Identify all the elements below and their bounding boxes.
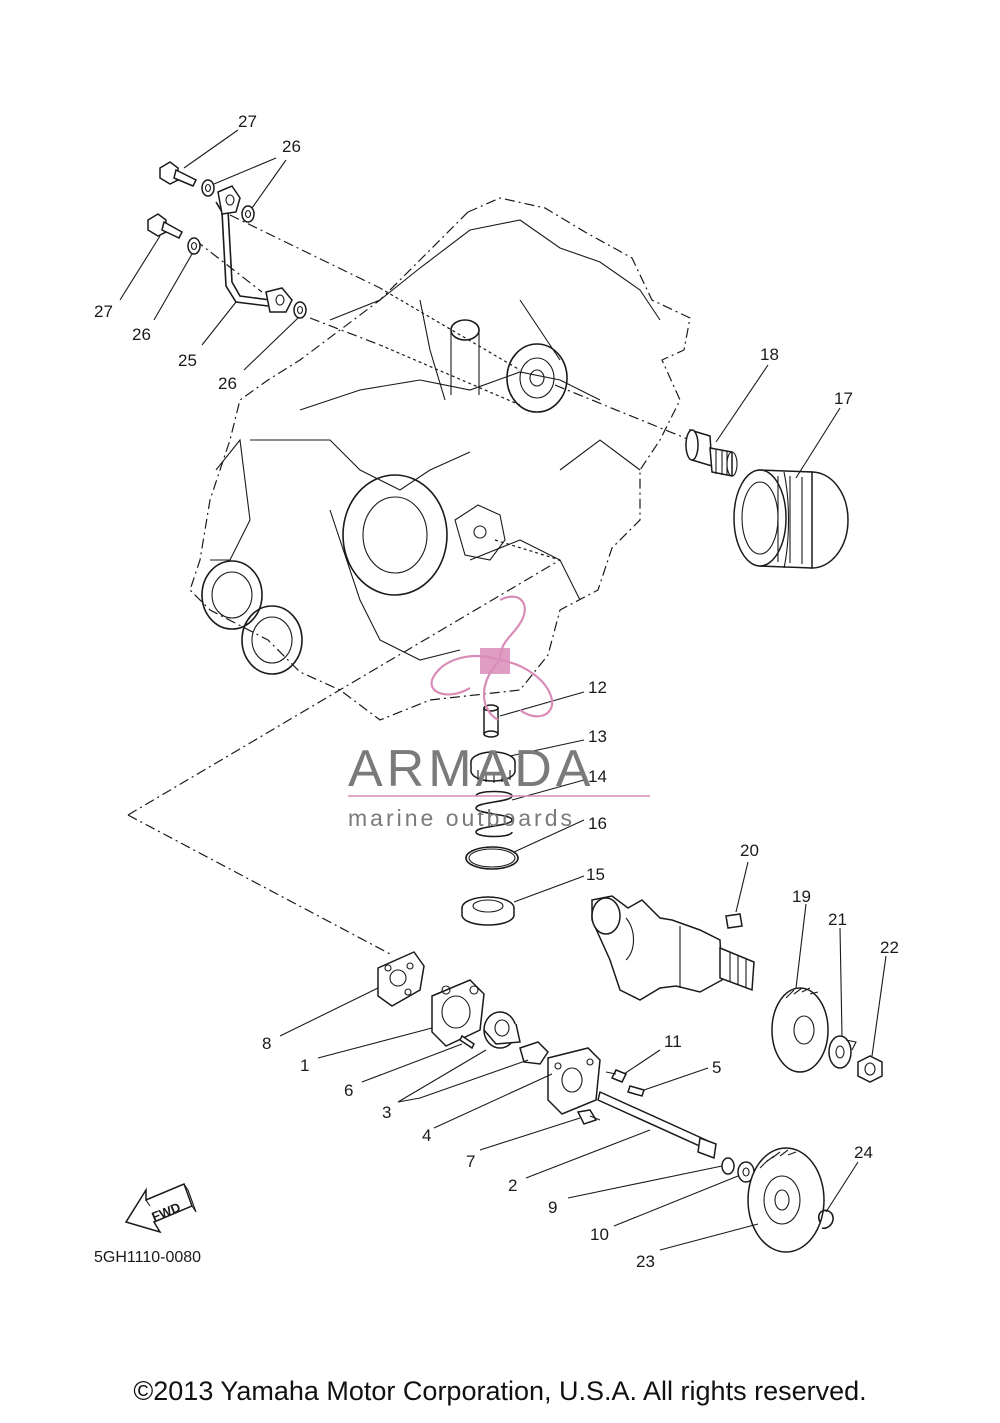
label-21: 21 xyxy=(828,910,847,929)
label-9: 9 xyxy=(548,1198,557,1217)
label-23: 23 xyxy=(636,1252,655,1271)
part-labels: 27 26 27 26 25 26 18 17 12 13 14 16 15 2… xyxy=(94,112,899,1271)
oil-delivery-pipe-assembly xyxy=(147,161,307,319)
label-22: 22 xyxy=(880,938,899,957)
oil-strainer xyxy=(470,751,516,783)
label-20: 20 xyxy=(740,841,759,860)
label-18: 18 xyxy=(760,345,779,364)
dowel-pin xyxy=(459,1034,475,1050)
nut xyxy=(857,1055,883,1083)
copper-washer-4 xyxy=(293,301,307,319)
label-3: 3 xyxy=(382,1103,391,1122)
oil-filter-union-bolt xyxy=(685,428,738,477)
label-5: 5 xyxy=(712,1058,721,1077)
pump-drive-gear xyxy=(747,1147,825,1253)
pin-5 xyxy=(627,1085,645,1097)
copper-washer-2 xyxy=(241,205,255,223)
pump-cover xyxy=(547,1047,601,1115)
label-2: 2 xyxy=(508,1176,517,1195)
rotor-set xyxy=(483,1011,549,1065)
label-6: 6 xyxy=(344,1081,353,1100)
label-7: 7 xyxy=(466,1152,475,1171)
label-17: 17 xyxy=(834,389,853,408)
water-pump-gear xyxy=(771,987,829,1073)
label-10: 10 xyxy=(590,1225,609,1244)
relief-valve-plug xyxy=(483,704,499,738)
lock-washer xyxy=(828,1035,857,1069)
label-26: 26 xyxy=(218,374,237,393)
relief-valve-spring xyxy=(475,790,513,838)
oil-delivery-pipe xyxy=(215,185,293,313)
woodruff-key xyxy=(725,913,743,929)
circlip-24 xyxy=(818,1209,834,1230)
pump-gasket xyxy=(377,951,425,1007)
label-27: 27 xyxy=(238,112,257,131)
label-27: 27 xyxy=(94,302,113,321)
oil-seal xyxy=(461,896,515,926)
pan-head-screw xyxy=(576,1109,601,1125)
label-26: 26 xyxy=(132,325,151,344)
oil-pump-body xyxy=(431,979,485,1047)
leader-lines xyxy=(119,129,887,1251)
assembly-lines xyxy=(127,214,691,956)
label-26: 26 xyxy=(282,137,301,156)
armada-logo-mark xyxy=(430,595,554,721)
label-15: 15 xyxy=(586,865,605,884)
union-bolt-top xyxy=(159,161,198,187)
label-11: 11 xyxy=(664,1032,682,1051)
screw-small xyxy=(605,1069,628,1083)
label-14: 14 xyxy=(588,767,607,786)
watermark-brand: ARMADA xyxy=(348,740,594,798)
label-16: 16 xyxy=(588,814,607,833)
label-13: 13 xyxy=(588,727,607,746)
copper-washer-1 xyxy=(201,179,215,197)
label-25: 25 xyxy=(178,351,197,370)
copyright-notice: ©2013 Yamaha Motor Corporation, U.S.A. A… xyxy=(133,1376,867,1406)
o-ring xyxy=(465,846,519,870)
label-19: 19 xyxy=(792,887,811,906)
copper-washer-3 xyxy=(187,237,201,255)
water-pump-housing xyxy=(591,895,755,1001)
diagram-code: 5GH1110-0080 xyxy=(94,1249,201,1266)
label-4: 4 xyxy=(422,1126,431,1145)
crankcase-housing xyxy=(189,197,691,721)
forward-direction-arrow: FWD xyxy=(124,1183,197,1234)
union-bolt-bottom xyxy=(147,213,183,239)
washer-9 xyxy=(721,1157,735,1175)
label-1: 1 xyxy=(300,1056,309,1075)
watermark-tagline: marine outboards xyxy=(348,805,575,831)
label-12: 12 xyxy=(588,678,607,697)
pump-shaft xyxy=(597,1090,717,1160)
oil-filter-cartridge xyxy=(733,469,849,569)
label-8: 8 xyxy=(262,1034,271,1053)
watermark: ARMADA marine outboards xyxy=(348,595,650,831)
label-24: 24 xyxy=(854,1143,873,1162)
